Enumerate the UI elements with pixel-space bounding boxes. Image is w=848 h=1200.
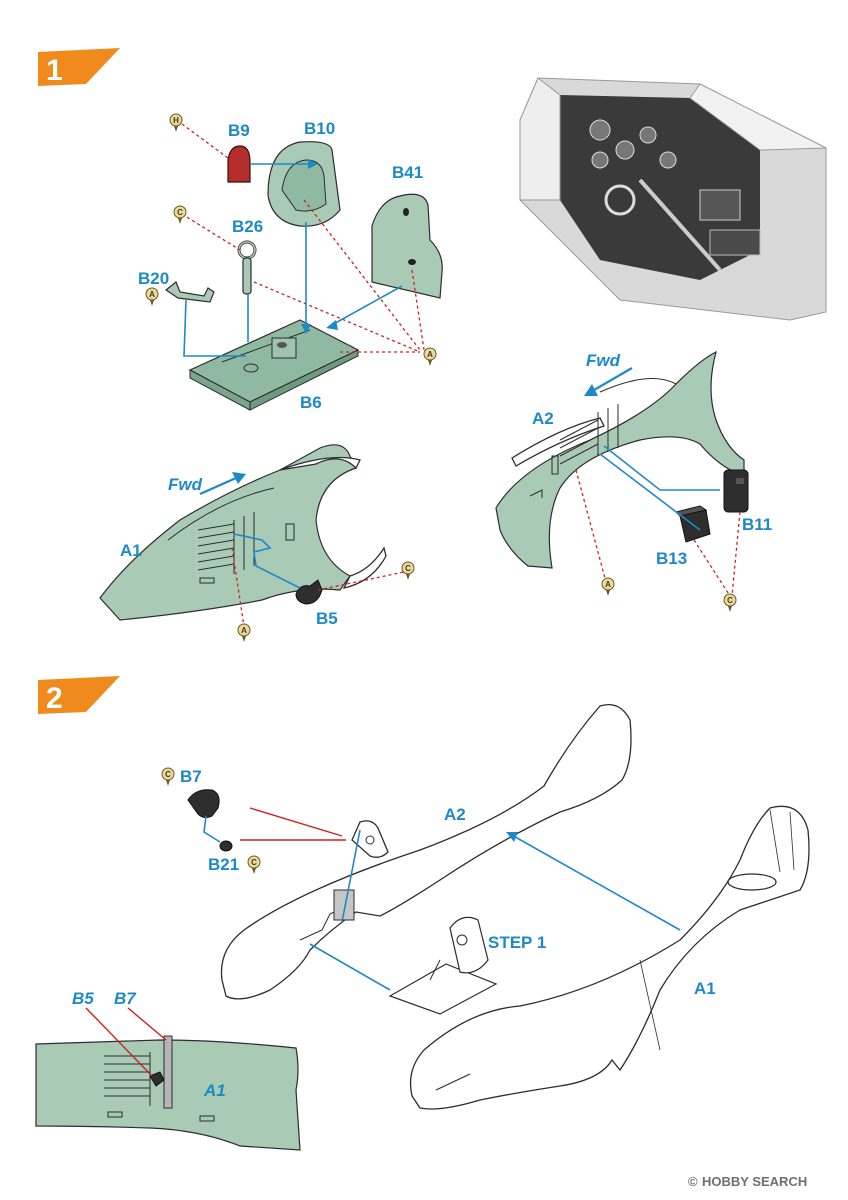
label-b5: B5: [316, 609, 338, 628]
part-b11: [723, 469, 749, 513]
paint-badge-icon: H: [169, 113, 183, 132]
step-1-flag-icon: [38, 48, 120, 86]
part-b41-armor: [371, 193, 443, 299]
paint-badge-icon: C: [161, 767, 175, 786]
label-fwd-right: Fwd: [586, 351, 621, 370]
part-b6-floor: [188, 319, 360, 411]
label-a1-step2: A1: [694, 979, 716, 998]
b7-red-guide: [249, 807, 343, 837]
label-b26: B26: [232, 217, 263, 236]
step-2-number: 2: [46, 682, 63, 715]
part-b20-lever: [164, 281, 215, 303]
paint-badge-icon: C: [173, 205, 187, 224]
label-b10: B10: [304, 119, 335, 138]
part-b21: [219, 840, 233, 852]
label-b41: B41: [392, 163, 423, 182]
part-b9-cushion: [227, 145, 251, 183]
svg-text:C: C: [165, 770, 171, 779]
label-b6: B6: [300, 393, 322, 412]
label-step-ref: STEP 1: [488, 933, 546, 952]
label-b21: B21: [208, 855, 239, 874]
svg-text:A: A: [241, 626, 247, 635]
label-detail-b5: B5: [72, 989, 94, 1008]
paint-badge-icon: A: [145, 287, 159, 306]
svg-text:H: H: [173, 116, 179, 125]
step-1-number: 1: [46, 54, 63, 87]
label-detail-b7: B7: [114, 989, 137, 1008]
fwd-arrow-right: [584, 367, 633, 396]
svg-text:C: C: [405, 564, 411, 573]
part-a1-fuselage-outline: [409, 805, 810, 1110]
step1-paint-badges: H C A A A C A: [145, 113, 737, 642]
svg-text:C: C: [177, 208, 183, 217]
step2-blue-guides: [309, 829, 681, 991]
part-b26-handle: [237, 240, 257, 295]
watermark-brand: HOBBY SEARCH: [702, 1174, 807, 1189]
label-detail-a1: A1: [203, 1081, 226, 1100]
detail-b5-pointer: [85, 1007, 153, 1077]
part-b7: [187, 789, 220, 819]
label-a2-step1: A2: [532, 409, 554, 428]
part-a1-fuselage-half: [99, 444, 387, 621]
part-a2-fuselage-half: [495, 350, 745, 569]
label-b11: B11: [742, 515, 772, 534]
part-a2-fuselage-outline: [220, 703, 632, 1000]
step-1-header: 1: [38, 48, 120, 87]
seat-assembly-guides: [181, 123, 425, 357]
svg-text:A: A: [149, 290, 155, 299]
svg-text:C: C: [251, 858, 257, 867]
paint-badge-icon: A: [423, 347, 437, 366]
label-a2-step2: A2: [444, 805, 466, 824]
label-b20: B20: [138, 269, 169, 288]
svg-text:A: A: [427, 350, 433, 359]
part-b5-small: [295, 579, 323, 605]
step1-assembly-ref: [388, 916, 498, 1015]
b7-b21-guide: [203, 815, 221, 843]
label-fwd-left: Fwd: [168, 475, 203, 494]
label-b13: B13: [656, 549, 687, 568]
paint-badge-icon: A: [601, 577, 615, 596]
label-a1-step1: A1: [120, 541, 142, 560]
detail-a1-inset: [35, 1035, 301, 1151]
label-b9: B9: [228, 121, 250, 140]
svg-text:C: C: [727, 596, 733, 605]
paint-badge-icon: C: [723, 593, 737, 612]
a1-step1-guides: [231, 533, 405, 627]
step-2-flag-icon: [38, 676, 120, 714]
a2-step1-guides: [575, 445, 741, 597]
cockpit-reference-photo: [519, 77, 827, 321]
paint-badge-icon: A: [237, 623, 251, 642]
svg-text:A: A: [605, 580, 611, 589]
fwd-arrow-left: [199, 472, 246, 496]
step2-paint-badges: C C: [161, 767, 261, 874]
detail-b7-pointer: [127, 1007, 167, 1041]
paint-badge-icon: C: [247, 855, 261, 874]
watermark-copyright: ©: [688, 1174, 698, 1189]
paint-badge-icon: C: [401, 561, 415, 580]
hobby-search-watermark: © HOBBY SEARCH: [688, 1174, 807, 1189]
label-b7: B7: [180, 767, 202, 786]
step-2-header: 2: [38, 676, 120, 715]
part-b10-seat: [267, 141, 341, 227]
